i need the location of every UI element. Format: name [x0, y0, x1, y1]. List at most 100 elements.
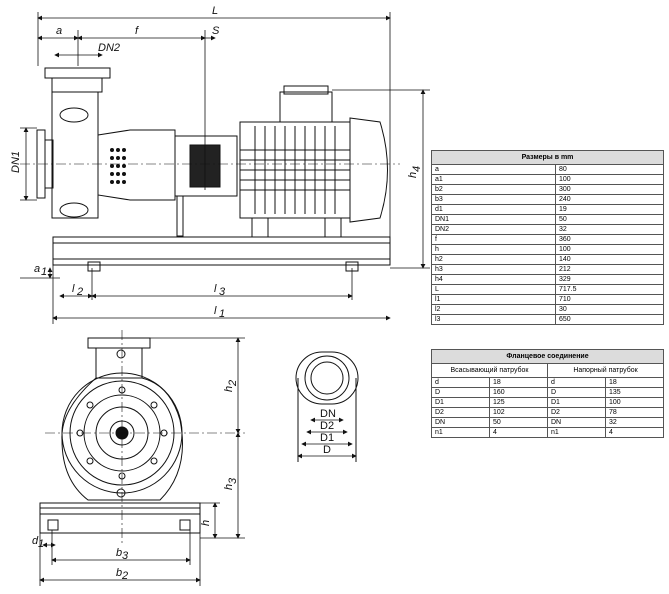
dim-DN2: DN2 [98, 42, 120, 54]
flange-value: 78 [605, 407, 664, 418]
flange-value: 32 [605, 417, 664, 428]
flange-value: 102 [489, 407, 548, 418]
side-view-labels: L a f S DN2 DN1 h 4 a 1 l 2 l 3 l 1 [10, 5, 423, 320]
flange-param: n1 [431, 427, 490, 438]
size-param: l1 [431, 294, 556, 305]
size-value: 212 [555, 264, 664, 275]
size-value: 240 [555, 194, 664, 205]
size-param: L [431, 284, 556, 295]
flange-value: 18 [489, 377, 548, 388]
size-param: h3 [431, 264, 556, 275]
size-value: 300 [555, 184, 664, 195]
flange-param: D [547, 387, 606, 398]
flange-table: Фланцевое соединение Всасывающий патрубо… [431, 349, 664, 438]
size-value: 140 [555, 254, 664, 265]
motor-fins [240, 126, 350, 214]
dim-d1-sub: 1 [38, 538, 44, 550]
dim-l3-sub: 3 [219, 286, 226, 298]
size-param: b2 [431, 184, 556, 195]
suction-header: Всасывающий патрубок [431, 363, 548, 378]
side-view [20, 67, 400, 272]
side-view-dimensions [20, 12, 430, 324]
flange-view-labels: DN D2 D1 D [320, 408, 336, 456]
flange-param: D1 [431, 397, 490, 408]
dim-a1-sub: 1 [41, 266, 47, 278]
size-value: 50 [555, 214, 664, 225]
flange-param: DN [431, 417, 490, 428]
flange-value: 100 [605, 397, 664, 408]
flange-param: d [431, 377, 490, 388]
front-view-labels: h 2 h 3 h d 1 b 3 b 2 [32, 380, 239, 582]
size-value: 100 [555, 244, 664, 255]
dim-DN: DN [320, 408, 336, 420]
dim-S: S [212, 25, 220, 37]
dim-h3-sub: 3 [227, 477, 239, 484]
flange-value: 4 [605, 427, 664, 438]
flange-table-title: Фланцевое соединение [431, 349, 664, 364]
size-param: d1 [431, 204, 556, 215]
flange-param: D1 [547, 397, 606, 408]
size-value: 30 [555, 304, 664, 315]
dim-h2: h [223, 386, 235, 392]
size-value: 19 [555, 204, 664, 215]
dim-b3: b [116, 547, 122, 559]
size-param: l2 [431, 304, 556, 315]
dim-h3: h [223, 484, 235, 490]
dim-b3-sub: 3 [122, 550, 129, 562]
dim-h4-sub: 4 [411, 166, 423, 172]
dim-a1: a [34, 263, 40, 275]
flange-param: D2 [431, 407, 490, 418]
flange-view [295, 351, 359, 462]
dim-h: h [200, 520, 212, 526]
dim-l1-sub: 1 [219, 308, 225, 320]
dim-DN1: DN1 [10, 151, 22, 173]
dim-h2-sub: 2 [227, 380, 239, 387]
dim-h4: h [407, 172, 419, 178]
size-value: 360 [555, 234, 664, 245]
front-view-dimensions [39, 337, 245, 586]
dim-l3: l [214, 283, 217, 295]
size-param: a1 [431, 174, 556, 185]
size-value: 650 [555, 314, 664, 325]
dim-d1: d [32, 535, 39, 547]
dim-l2-sub: 2 [76, 286, 83, 298]
dim-l1: l [214, 305, 217, 317]
sizes-table-title: Размеры в mm [431, 150, 664, 165]
size-value: 710 [555, 294, 664, 305]
flange-view-dimensions [297, 417, 357, 459]
size-value: 32 [555, 224, 664, 235]
discharge-header: Напорный патрубок [547, 363, 664, 378]
size-param: f [431, 234, 556, 245]
front-view [39, 330, 245, 545]
flange-param: n1 [547, 427, 606, 438]
dim-a: a [56, 25, 62, 37]
size-param: DN1 [431, 214, 556, 225]
flange-value: 135 [605, 387, 664, 398]
flange-value: 4 [489, 427, 548, 438]
size-value: 100 [555, 174, 664, 185]
bracket-vent-pattern [110, 148, 126, 184]
size-value: 717.5 [555, 284, 664, 295]
size-param: h2 [431, 254, 556, 265]
dim-L: L [212, 5, 218, 17]
